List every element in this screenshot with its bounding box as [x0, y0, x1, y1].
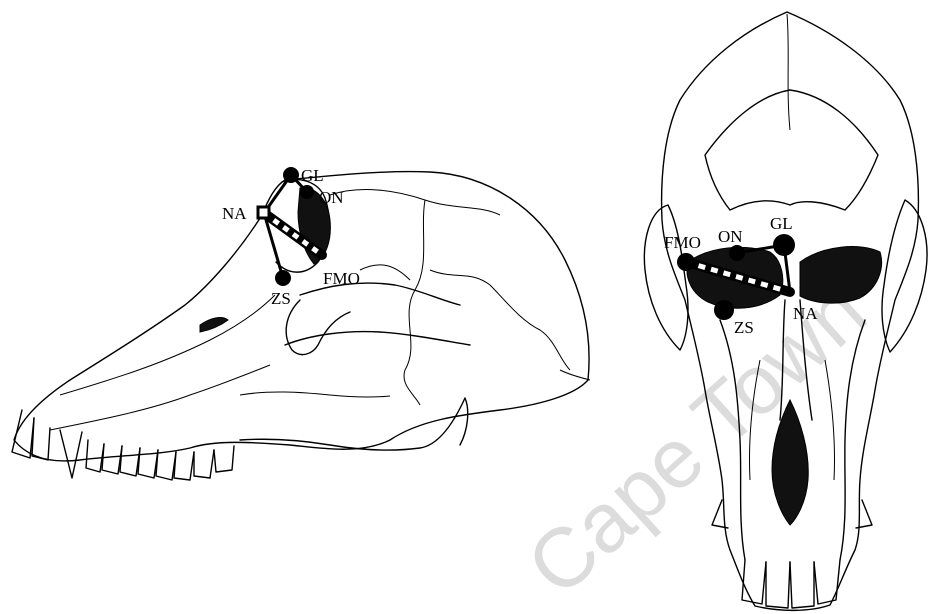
lateral-landmark-fmo — [317, 250, 327, 260]
watermark: Cape Town — [509, 263, 883, 613]
frontal-landmark-na — [785, 287, 795, 297]
incisor — [766, 562, 790, 608]
lateral-zygomatic-lower — [285, 332, 470, 345]
lateral-label-zs: ZS — [271, 289, 291, 308]
frontal-left-zygomatic — [644, 205, 688, 350]
incisor — [814, 560, 840, 604]
lateral-label-on: ON — [319, 188, 344, 207]
tooth — [194, 450, 214, 478]
lateral-label-gl: GL — [301, 166, 324, 185]
lateral-suture-4 — [360, 265, 410, 280]
tooth — [174, 452, 194, 480]
frontal-right-orbit — [800, 247, 882, 304]
lateral-skull: GL ON NA FMO ZS — [12, 166, 590, 480]
frontal-landmark-on — [729, 245, 745, 261]
frontal-label-on: ON — [718, 227, 743, 246]
frontal-label-fmo: FMO — [664, 233, 701, 252]
lateral-jaw-line — [240, 392, 390, 397]
lateral-landmark-zs — [275, 270, 291, 286]
lateral-temporal-fossa — [286, 300, 350, 355]
tooth — [120, 446, 140, 476]
frontal-label-zs: ZS — [734, 318, 754, 337]
frontal-landmark-fmo — [677, 253, 695, 271]
lateral-snout-line-2 — [50, 365, 270, 430]
canine — [712, 500, 728, 528]
lateral-label-na: NA — [222, 204, 247, 223]
frontal-inner-arch — [705, 90, 878, 210]
tooth — [12, 410, 34, 458]
watermark-text: Cape Town — [509, 263, 883, 613]
lateral-mandible — [240, 398, 468, 450]
incisor — [790, 562, 814, 608]
frontal-landmark-gl — [773, 234, 795, 256]
frontal-label-gl: GL — [770, 214, 793, 233]
lateral-landmark-on — [300, 185, 314, 199]
tooth — [156, 450, 176, 480]
lateral-suture-3 — [430, 270, 570, 370]
tooth — [214, 446, 234, 472]
tooth — [102, 444, 122, 474]
lateral-suture-2 — [404, 200, 425, 405]
lateral-nasal-notch — [200, 318, 228, 332]
lateral-landmark-gl — [283, 167, 299, 183]
lateral-occipital — [560, 370, 590, 380]
tooth — [86, 440, 104, 472]
canine — [856, 500, 872, 528]
lateral-label-fmo: FMO — [323, 269, 360, 288]
tooth — [32, 418, 50, 460]
frontal-landmark-zs — [714, 300, 734, 320]
frontal-midline — [787, 14, 790, 130]
lateral-landmark-na — [258, 207, 269, 218]
lateral-snout-line-1 — [60, 295, 275, 395]
incisor — [742, 560, 766, 604]
frontal-label-na: NA — [793, 304, 818, 323]
canine-tooth — [60, 430, 82, 478]
lateral-suture-1 — [330, 190, 500, 215]
